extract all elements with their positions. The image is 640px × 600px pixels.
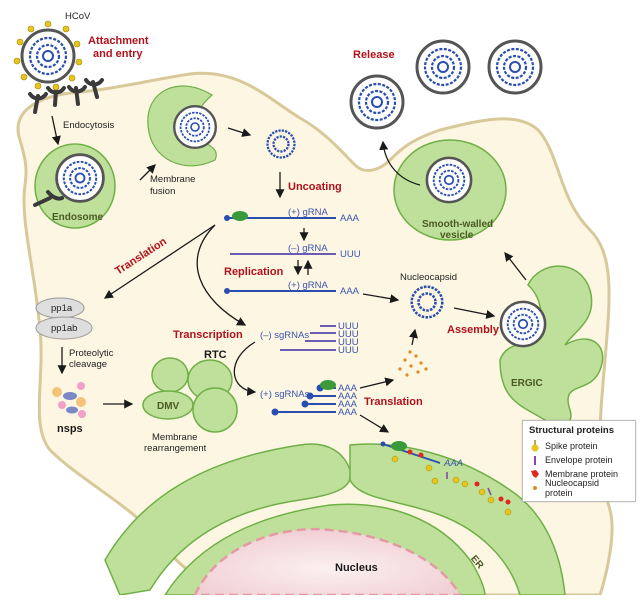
legend-title: Structural proteins bbox=[529, 425, 614, 436]
uuu-1: UUU bbox=[340, 249, 361, 260]
minus-grna-label: (–) gRNA bbox=[288, 243, 328, 254]
to-uncoating-arrow bbox=[227, 127, 252, 137]
to-n-protein-arrow bbox=[359, 377, 395, 389]
membrane-fusion-label-2: fusion bbox=[150, 186, 175, 197]
assembly-arrow bbox=[453, 307, 496, 319]
to-er-arrow bbox=[359, 414, 390, 433]
ace2-receptors bbox=[28, 78, 104, 114]
pp1a-label: pp1a bbox=[51, 303, 73, 314]
endocytosis-label: Endocytosis bbox=[63, 120, 114, 131]
nucleocapsid-label: Nucleocapsid bbox=[400, 272, 457, 283]
aaa-2: AAA bbox=[340, 286, 360, 297]
sgrna-arrow bbox=[233, 341, 257, 396]
released-virion-3 bbox=[487, 39, 543, 95]
membrane-fusion-arrow bbox=[139, 164, 156, 181]
legend-item-spike: Spike protein bbox=[529, 439, 629, 453]
nucleocapsid bbox=[410, 285, 444, 319]
release-label: Release bbox=[353, 49, 395, 61]
to-nucleocapsid-arrow bbox=[362, 293, 400, 304]
envelope-protein-icon bbox=[529, 455, 541, 466]
vesicle-virion bbox=[425, 156, 473, 204]
transcription-arrow bbox=[196, 224, 247, 326]
n-protein-dots bbox=[398, 350, 428, 377]
pp1ab-label: pp1ab bbox=[51, 323, 77, 334]
legend-item-envelope: Envelope protein bbox=[529, 453, 629, 467]
legend-item-membrane: Membrane protein bbox=[529, 467, 629, 481]
vesicle-label-2: vesicle bbox=[440, 230, 474, 241]
genomic-rna-block: (+) gRNA AAA (–) gRNA UUU Replication (+… bbox=[224, 207, 361, 297]
uuu-4: UUU bbox=[338, 337, 359, 348]
pp1ab-cloud bbox=[35, 316, 93, 340]
minus-sgrna-lines bbox=[280, 325, 336, 351]
to-nucleocapsid-up-arrow bbox=[409, 328, 418, 346]
transcription-label: Transcription bbox=[173, 329, 243, 341]
hcov-virion bbox=[13, 20, 83, 91]
nsps-label: nsps bbox=[57, 423, 83, 435]
translation-arrow bbox=[103, 224, 216, 299]
nsps-cluster bbox=[52, 382, 86, 418]
released-virion-1 bbox=[349, 74, 405, 130]
translation-bottom-label: Translation bbox=[364, 396, 423, 408]
attachment-label-1: Attachment bbox=[88, 35, 149, 47]
minus-sgrnas-label: (–) sgRNAs bbox=[260, 330, 309, 341]
endosome-label: Endosome bbox=[52, 212, 104, 223]
rtc-label: RTC bbox=[204, 349, 227, 361]
uncoating-label: Uncoating bbox=[288, 181, 342, 193]
aaa-6: AAA bbox=[338, 407, 358, 418]
structural-proteins-legend: Structural proteins Spike protein Envelo… bbox=[522, 420, 636, 502]
dmv-label: DMV bbox=[157, 401, 180, 412]
spike-protein-icon bbox=[529, 440, 541, 452]
uuu-3: UUU bbox=[338, 329, 359, 340]
ergic-label: ERGIC bbox=[511, 378, 543, 389]
plus-grna-label: (+) gRNA bbox=[288, 207, 329, 218]
hcov-label: HCoV bbox=[65, 11, 91, 22]
uuu-2: UUU bbox=[338, 321, 359, 332]
plus-sgrnas-label: (+) sgRNAs bbox=[260, 389, 310, 400]
ribosome bbox=[320, 380, 336, 390]
released-nucleocapsid bbox=[266, 129, 296, 159]
to-vesicle-arrow bbox=[504, 251, 527, 281]
er-translation: AAA bbox=[380, 441, 512, 516]
membrane-rearr-label-2: rearrangement bbox=[144, 443, 207, 454]
aaa-3: AAA bbox=[338, 383, 358, 394]
endocytosis-arrow bbox=[51, 115, 61, 146]
aaa-1: AAA bbox=[340, 213, 360, 224]
proteolytic-label-2: cleavage bbox=[69, 359, 107, 370]
nucleus-label: Nucleus bbox=[335, 562, 378, 574]
fusing-virion bbox=[172, 104, 218, 150]
plus-grna-label-2: (+) gRNA bbox=[288, 280, 329, 291]
vesicle-label-1: Smooth-walled bbox=[422, 219, 493, 230]
membrane-rearr-label-1: Membrane bbox=[152, 432, 197, 443]
membrane-protein-icon bbox=[529, 469, 541, 479]
aaa-italic: AAA bbox=[443, 458, 463, 469]
uuu-5: UUU bbox=[338, 345, 359, 356]
endosome-virion bbox=[55, 153, 105, 203]
attachment-label-2: and entry bbox=[93, 48, 143, 60]
proteolytic-label-1: Proteolytic bbox=[69, 348, 114, 359]
legend-item-nucleocapsid: Nucleocapsid protein bbox=[529, 478, 629, 498]
released-virion-2 bbox=[415, 39, 471, 95]
nucleus bbox=[193, 527, 463, 597]
aaa-5: AAA bbox=[338, 399, 358, 410]
dmv-cluster bbox=[142, 357, 238, 433]
replication-label: Replication bbox=[224, 266, 284, 278]
membrane-fusion-label-1: Membrane bbox=[150, 174, 195, 185]
nucleocapsid-protein-icon bbox=[529, 485, 541, 491]
ergic-virion bbox=[499, 300, 547, 348]
release-arrow bbox=[379, 140, 421, 186]
assembly-label: Assembly bbox=[447, 324, 500, 336]
aaa-4: AAA bbox=[338, 391, 358, 402]
